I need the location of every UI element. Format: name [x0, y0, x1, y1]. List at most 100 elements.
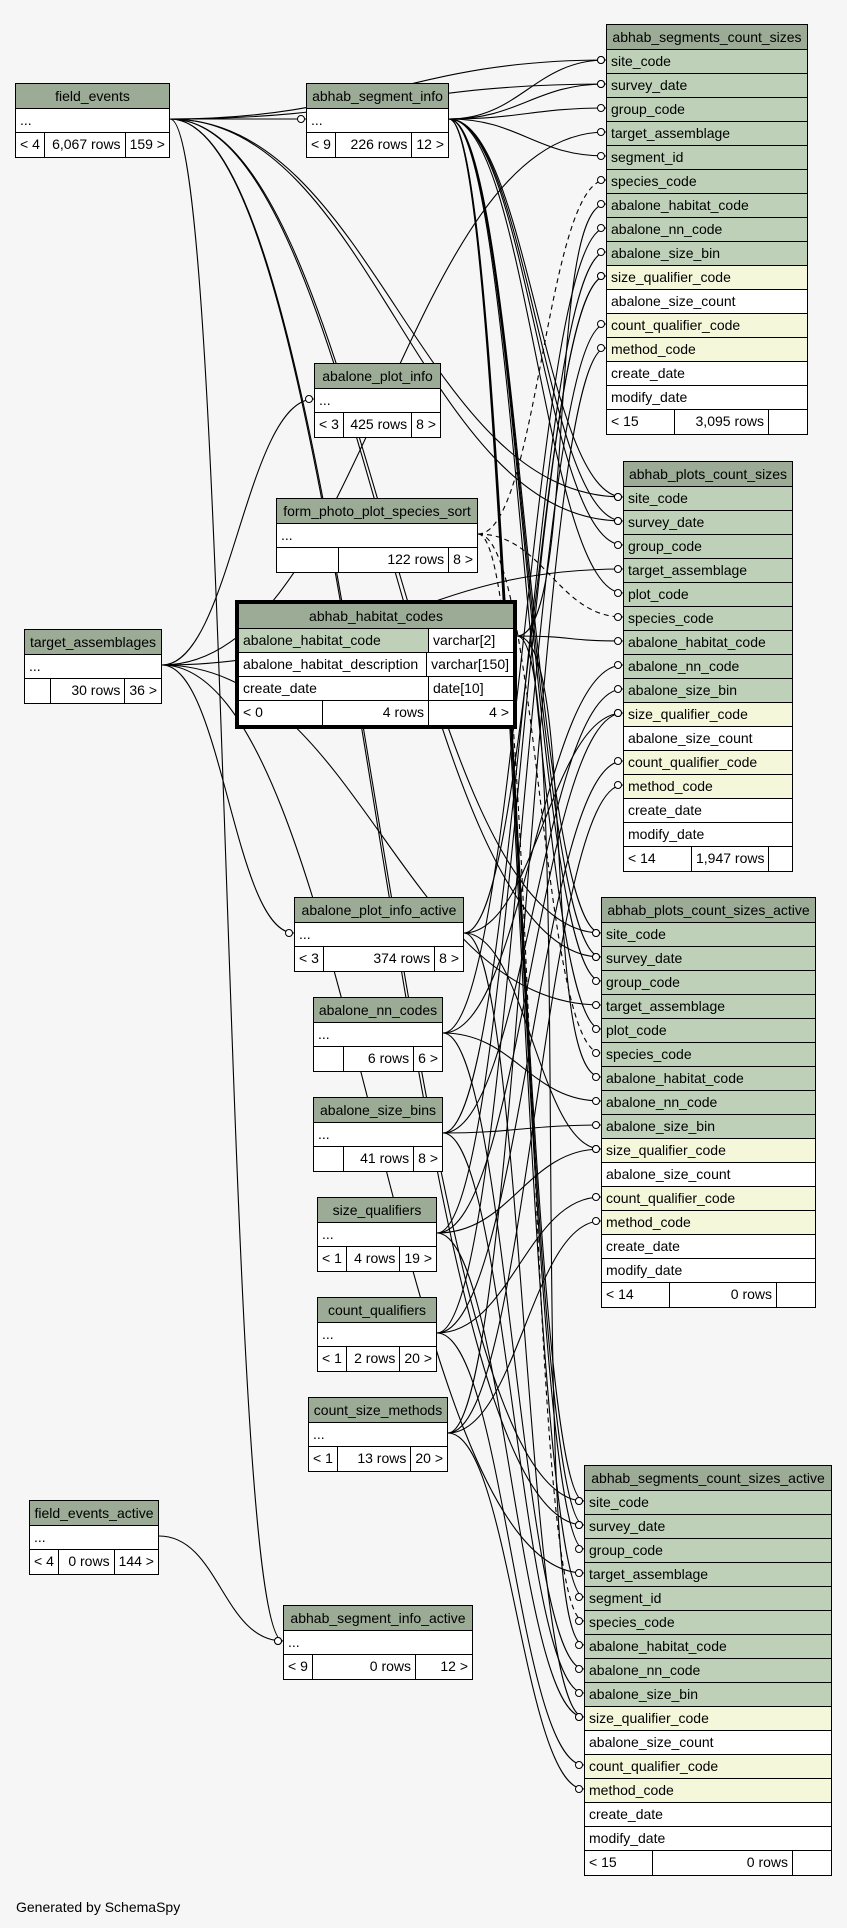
column-method-code[interactable]: method_code: [585, 1779, 831, 1803]
column-target-assemblage[interactable]: target_assemblage: [585, 1563, 831, 1587]
children-count[interactable]: 20 >: [415, 1450, 443, 1466]
column-method-code[interactable]: method_code: [624, 775, 792, 799]
parents-count[interactable]: < 3: [315, 413, 344, 437]
table-title[interactable]: size_qualifiers: [318, 1198, 436, 1223]
column-abalone-size-bin[interactable]: abalone_size_bin: [607, 242, 807, 266]
parents-count[interactable]: < 9: [284, 1655, 313, 1679]
parents-count[interactable]: < 3: [295, 947, 324, 971]
column-target-assemblage[interactable]: target_assemblage: [624, 559, 792, 583]
column-abalone-size-count[interactable]: abalone_size_count: [585, 1731, 831, 1755]
column-site-code[interactable]: site_code: [602, 923, 815, 947]
parents-count[interactable]: < 1: [318, 1347, 347, 1371]
column-abalone-size-count[interactable]: abalone_size_count: [607, 290, 807, 314]
children-count[interactable]: [769, 847, 807, 871]
table-title[interactable]: abhab_segment_info_active: [284, 1606, 472, 1631]
column-create-date[interactable]: create_date: [585, 1803, 831, 1827]
table-title[interactable]: form_photo_plot_species_sort: [277, 499, 477, 524]
children-count[interactable]: [793, 1851, 831, 1875]
column-group-code[interactable]: group_code: [585, 1539, 831, 1563]
table-title[interactable]: abhab_segment_info: [307, 84, 448, 109]
children-count[interactable]: 159 >: [129, 136, 165, 152]
table-title[interactable]: count_size_methods: [309, 1398, 447, 1423]
column-group-code[interactable]: group_code: [624, 535, 792, 559]
parents-count[interactable]: < 0: [239, 701, 323, 725]
parents-count[interactable]: [314, 1147, 344, 1171]
column-count-qualifier-code[interactable]: count_qualifier_code: [602, 1187, 815, 1211]
column-species-code[interactable]: species_code: [607, 170, 807, 194]
column-count-qualifier-code[interactable]: count_qualifier_code: [607, 314, 807, 338]
column-size-qualifier-code[interactable]: size_qualifier_code: [607, 266, 807, 290]
column-species-code[interactable]: species_code: [624, 607, 792, 631]
children-count[interactable]: 36 >: [129, 682, 157, 698]
table-abhab-segment-info-active[interactable]: abhab_segment_info_active ... < 9 0 rows…: [283, 1605, 473, 1680]
children-count[interactable]: 12 >: [440, 1658, 468, 1674]
table-title[interactable]: abhab_segments_count_sizes_active: [585, 1466, 831, 1491]
column-method-code[interactable]: method_code: [602, 1211, 815, 1235]
children-count[interactable]: 8 >: [453, 551, 473, 567]
children-count[interactable]: [769, 410, 807, 434]
table-count-size-methods[interactable]: count_size_methods ... < 1 13 rows 20 >: [308, 1397, 448, 1472]
column-target-assemblage[interactable]: target_assemblage: [602, 995, 815, 1019]
table-abalone-nn-codes[interactable]: abalone_nn_codes ... 6 rows 6 >: [313, 997, 443, 1072]
column-target-assemblage[interactable]: target_assemblage: [607, 122, 807, 146]
table-abhab-segment-info[interactable]: abhab_segment_info ... < 9 226 rows 12 >: [306, 83, 449, 158]
column-abalone-size-bin[interactable]: abalone_size_bin: [602, 1115, 815, 1139]
column-group-code[interactable]: group_code: [602, 971, 815, 995]
table-field-events[interactable]: field_events ... < 4 6,067 rows 159 >: [15, 83, 170, 158]
table-title[interactable]: target_assemblages: [25, 630, 161, 655]
column-count-qualifier-code[interactable]: count_qualifier_code: [624, 751, 792, 775]
column-size-qualifier-code[interactable]: size_qualifier_code: [585, 1707, 831, 1731]
children-count[interactable]: 20 >: [404, 1350, 432, 1366]
children-count[interactable]: 8 >: [416, 416, 436, 432]
table-title[interactable]: abhab_habitat_codes: [239, 604, 513, 629]
children-count[interactable]: [777, 1283, 815, 1307]
table-abalone-size-bins[interactable]: abalone_size_bins ... 41 rows 8 >: [313, 1097, 443, 1172]
parents-count[interactable]: < 4: [30, 1550, 59, 1574]
children-count[interactable]: 4 >: [489, 704, 509, 720]
column-site-code[interactable]: site_code: [607, 50, 807, 74]
table-title[interactable]: abalone_nn_codes: [314, 998, 442, 1023]
parents-count[interactable]: < 15: [607, 410, 675, 434]
children-count[interactable]: 19 >: [404, 1250, 432, 1266]
table-title[interactable]: count_qualifiers: [318, 1298, 436, 1323]
column-survey-date[interactable]: survey_date: [585, 1515, 831, 1539]
table-title[interactable]: abhab_plots_count_sizes_active: [602, 898, 815, 923]
column-abalone-size-bin[interactable]: abalone_size_bin: [585, 1683, 831, 1707]
parents-count[interactable]: < 14: [624, 847, 692, 871]
column-method-code[interactable]: method_code: [607, 338, 807, 362]
table-abhab-habitat-codes[interactable]: abhab_habitat_codes abalone_habitat_code…: [235, 600, 517, 729]
column-create-date[interactable]: create_date: [624, 799, 792, 823]
column-row[interactable]: create_date date[10]: [239, 677, 513, 701]
table-abalone-plot-info-active[interactable]: abalone_plot_info_active ... < 3 374 row…: [294, 897, 464, 972]
column-create-date[interactable]: create_date: [607, 362, 807, 386]
column-group-code[interactable]: group_code: [607, 98, 807, 122]
table-abalone-plot-info[interactable]: abalone_plot_info ... < 3 425 rows 8 >: [314, 363, 441, 438]
children-count[interactable]: 144 >: [118, 1553, 154, 1569]
column-modify-date[interactable]: modify_date: [624, 823, 792, 847]
table-field-events-active[interactable]: field_events_active ... < 4 0 rows 144 >: [29, 1500, 159, 1575]
parents-count[interactable]: < 9: [307, 133, 336, 157]
column-abalone-habitat-code[interactable]: abalone_habitat_code: [607, 194, 807, 218]
column-modify-date[interactable]: modify_date: [602, 1259, 815, 1283]
table-size-qualifiers[interactable]: size_qualifiers ... < 1 4 rows 19 >: [317, 1197, 437, 1272]
column-survey-date[interactable]: survey_date: [607, 74, 807, 98]
column-row[interactable]: abalone_habitat_description varchar[150]: [239, 653, 513, 677]
column-segment-id[interactable]: segment_id: [585, 1587, 831, 1611]
column-abalone-nn-code[interactable]: abalone_nn_code: [624, 655, 792, 679]
column-site-code[interactable]: site_code: [624, 487, 792, 511]
table-title[interactable]: abhab_segments_count_sizes: [607, 25, 807, 50]
column-row[interactable]: abalone_habitat_code varchar[2]: [239, 629, 513, 653]
parents-count[interactable]: [25, 679, 51, 703]
column-segment-id[interactable]: segment_id: [607, 146, 807, 170]
column-modify-date[interactable]: modify_date: [607, 386, 807, 410]
table-title[interactable]: field_events: [16, 84, 169, 109]
table-title[interactable]: abalone_plot_info_active: [295, 898, 463, 923]
table-target-assemblages[interactable]: target_assemblages ... 30 rows 36 >: [24, 629, 162, 704]
column-plot-code[interactable]: plot_code: [624, 583, 792, 607]
parents-count[interactable]: [277, 548, 339, 572]
column-size-qualifier-code[interactable]: size_qualifier_code: [602, 1139, 815, 1163]
parents-count[interactable]: < 4: [16, 133, 45, 157]
